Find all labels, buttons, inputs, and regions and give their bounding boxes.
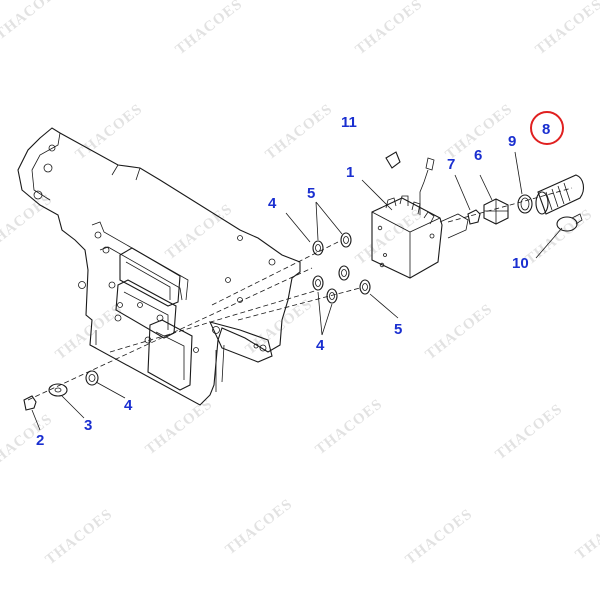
watermark-text: THACOES <box>423 301 496 363</box>
watermark-text: THACOES <box>143 396 216 458</box>
part-7-fitting <box>467 209 481 225</box>
callout-8[interactable]: 8 <box>542 121 550 138</box>
valve-body <box>371 157 469 279</box>
callout-5-upper[interactable]: 5 <box>307 185 315 202</box>
watermark-text: THACOES <box>43 506 116 568</box>
watermark-text: THACOES <box>243 296 316 358</box>
callout-labels: 1 2 3 4 4 4 5 5 6 7 8 9 10 11 <box>36 114 550 449</box>
watermark-text: THACOES <box>523 206 596 268</box>
leader-lines <box>31 151 563 431</box>
callout-10[interactable]: 10 <box>512 255 529 272</box>
callout-1[interactable]: 1 <box>346 164 354 181</box>
part-8-cover <box>535 174 585 215</box>
assembly-centerlines <box>27 187 573 401</box>
bolt-and-washers <box>23 370 99 411</box>
watermark-text: THACOES <box>53 301 126 363</box>
callout-7[interactable]: 7 <box>447 156 455 173</box>
part-9-ring <box>517 194 533 214</box>
part-11-clip <box>385 151 401 169</box>
callout-11[interactable]: 11 <box>341 114 357 131</box>
watermark-text: THACOES <box>163 201 236 263</box>
watermark-text: THACOES <box>353 0 426 58</box>
watermark-text: THACOES <box>0 411 56 473</box>
callout-5-lower[interactable]: 5 <box>394 321 402 338</box>
callout-2[interactable]: 2 <box>36 432 44 449</box>
mounting-bracket <box>17 127 301 406</box>
highlight-circle <box>530 111 564 145</box>
watermark-text: THACOES <box>73 101 146 163</box>
watermark-text: THACOES <box>263 101 336 163</box>
watermark-text: THACOES <box>223 496 296 558</box>
seals <box>312 232 371 304</box>
watermark-text: THACOES <box>313 396 386 458</box>
watermark-text: THACOES <box>0 0 66 43</box>
callout-4-upper[interactable]: 4 <box>268 195 277 212</box>
callout-6[interactable]: 6 <box>474 147 482 164</box>
callout-9[interactable]: 9 <box>508 133 516 150</box>
watermark-text: THACOES <box>573 501 600 563</box>
watermark-text: THACOES <box>493 401 566 463</box>
watermark-text: THACOES <box>173 0 246 58</box>
line-art <box>17 127 585 431</box>
watermark-text: THACOES <box>0 191 56 253</box>
watermark-text: THACOES <box>353 206 426 268</box>
part-6-connector <box>483 198 509 225</box>
part-10-clamp <box>556 213 583 232</box>
watermark-text: THACOES <box>533 0 600 58</box>
watermark-text: THACOES <box>403 506 476 568</box>
callout-4-lower[interactable]: 4 <box>316 337 325 354</box>
callout-4-washer-left[interactable]: 4 <box>124 397 133 414</box>
callout-3[interactable]: 3 <box>84 417 92 434</box>
